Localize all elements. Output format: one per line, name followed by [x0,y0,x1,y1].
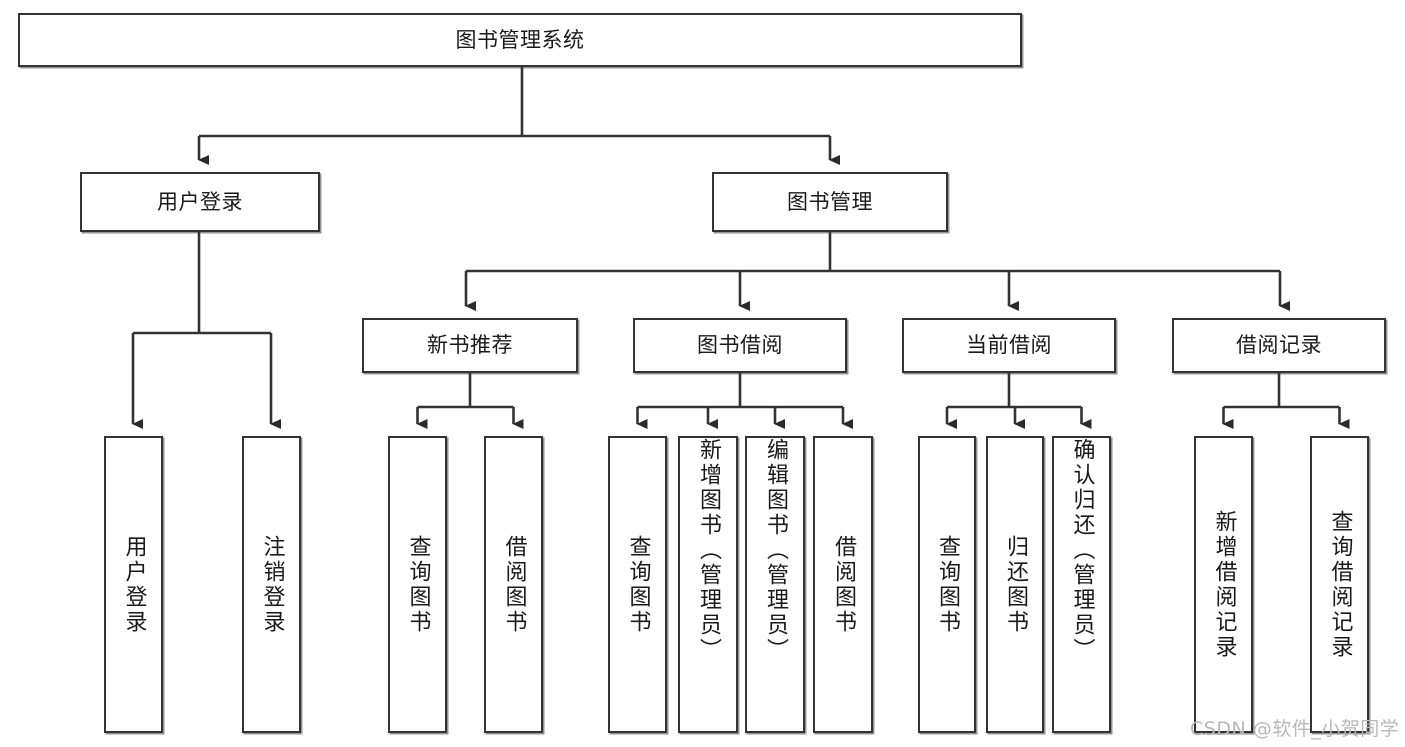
node-label: 编辑图书（管理员） [763,438,788,663]
node-root-root[interactable]: 图书管理系统 [18,13,1022,67]
node-label: 用户登录 [157,189,243,214]
node-leaf-confirm-return[interactable]: 确认归还（管理员） [1052,436,1111,733]
node-leaf-user-login[interactable]: 用户登录 [104,436,163,733]
node-label: 图书管理系统 [455,27,585,52]
node-label: 查询图书 [625,534,651,635]
node-label: 图书借阅 [697,333,783,357]
node-leaf-return-book[interactable]: 归还图书 [986,436,1044,733]
node-new-book-recommend[interactable]: 新书推荐 [362,318,578,373]
node-leaf-query-book-3[interactable]: 查询图书 [918,436,976,733]
node-leaf-logout[interactable]: 注销登录 [242,436,301,733]
node-user-login[interactable]: 用户登录 [80,172,320,232]
node-label: 借阅图书 [501,534,527,635]
node-label: 归还图书 [1003,534,1028,635]
node-label: 新书推荐 [427,333,513,357]
node-label: 当前借阅 [966,333,1052,357]
node-book-manage[interactable]: 图书管理 [712,172,948,232]
node-label: 借阅记录 [1236,333,1322,357]
node-label: 借阅图书 [831,534,856,635]
csdn-watermark: CSDN @软件_小贺同学 [1190,718,1400,740]
node-leaf-add-book[interactable]: 新增图书（管理员） [678,436,738,733]
node-label: 查询图书 [935,534,960,635]
node-book-borrow[interactable]: 图书借阅 [633,318,847,373]
node-leaf-borrow-book-1[interactable]: 借阅图书 [484,436,543,733]
node-leaf-query-book-1[interactable]: 查询图书 [388,436,447,733]
node-label: 确认归还（管理员） [1069,438,1095,663]
node-label: 图书管理 [787,189,873,214]
node-label: 注销登录 [259,534,285,635]
node-label: 新增借阅记录 [1211,509,1237,660]
node-current-borrow[interactable]: 当前借阅 [902,318,1116,373]
node-leaf-query-book-2[interactable]: 查询图书 [608,436,667,733]
connector-lines [131,67,1350,429]
node-leaf-edit-book[interactable]: 编辑图书（管理员） [745,436,805,733]
node-label: 用户登录 [121,534,147,635]
node-label: 新增图书（管理员） [696,438,721,663]
node-borrow-record[interactable]: 借阅记录 [1172,318,1386,373]
node-leaf-add-record[interactable]: 新增借阅记录 [1194,436,1253,733]
node-leaf-query-record[interactable]: 查询借阅记录 [1310,436,1369,733]
node-label: 查询借阅记录 [1327,509,1353,660]
node-leaf-borrow-book-2[interactable]: 借阅图书 [813,436,873,733]
node-label: 查询图书 [405,534,431,635]
